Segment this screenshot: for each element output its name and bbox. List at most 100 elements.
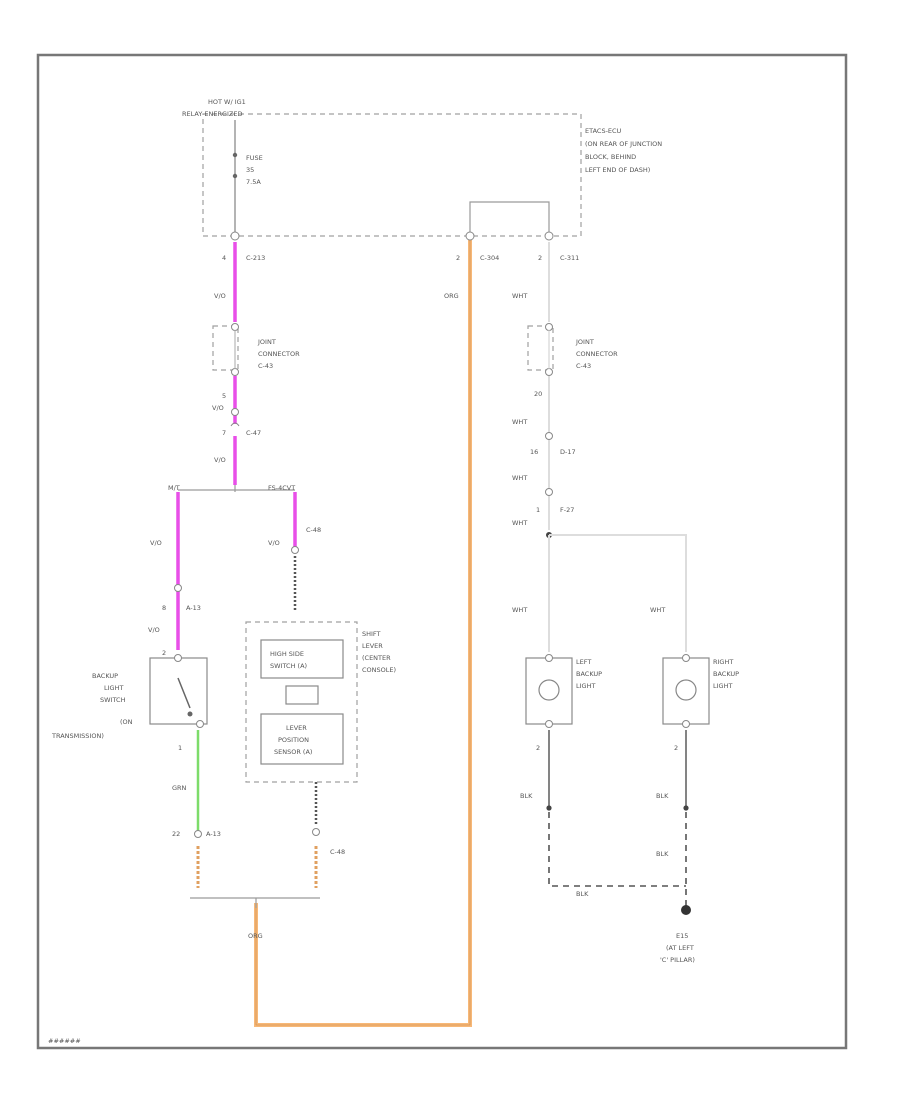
joint-connector-left bbox=[212, 325, 239, 371]
left-light-label-3: LIGHT bbox=[576, 682, 595, 690]
backup-light-switch bbox=[149, 657, 208, 725]
location-1: ETACS-ECU bbox=[585, 127, 622, 135]
joint-left-pin-bottom bbox=[231, 368, 239, 376]
relay-label-1: HOT W/ IG1 bbox=[208, 98, 246, 106]
location-2: (ON REAR OF JUNCTION bbox=[585, 140, 662, 148]
joint-left-pin-top bbox=[231, 323, 239, 331]
right-light-pin-bottom bbox=[682, 720, 690, 728]
conn-c47: C-47 bbox=[246, 429, 261, 437]
wire-label-org-bottom: ORG bbox=[248, 932, 263, 940]
wire-black-left-dashed bbox=[548, 812, 686, 887]
shift-label-4: CONSOLE) bbox=[362, 666, 396, 674]
joint-right-pin-bottom bbox=[545, 368, 553, 376]
lever-pos-2: POSITION bbox=[278, 736, 309, 744]
right-ground-splice bbox=[683, 805, 689, 811]
lever-pos-1: LEVER bbox=[286, 724, 307, 732]
ground-label-3: 'C' PILLAR) bbox=[660, 956, 695, 964]
conn-c213: C-213 bbox=[246, 254, 265, 262]
pin-1-f27: 1 bbox=[536, 506, 540, 514]
left-light-label-2: BACKUP bbox=[576, 670, 602, 678]
switch-pin-top bbox=[174, 654, 182, 662]
d17-pin bbox=[545, 432, 553, 440]
conn-c48-bottom: C-48 bbox=[330, 848, 345, 856]
fuse-label-3: 7.5A bbox=[246, 178, 261, 186]
conn-a13: A-13 bbox=[186, 604, 201, 612]
ground-label-1: E15 bbox=[676, 932, 688, 940]
wire-label-wht-right: WHT bbox=[650, 606, 665, 614]
conn-c48-top: C-48 bbox=[306, 526, 321, 534]
conn-a13b: A-13 bbox=[206, 830, 221, 838]
pin-8: 8 bbox=[162, 604, 166, 612]
wire-label-vio-3: V/O bbox=[214, 456, 226, 464]
joint-left-label-3: C-43 bbox=[258, 362, 273, 370]
pin-c311: 2 bbox=[538, 254, 542, 262]
right-light-label-3: LIGHT bbox=[713, 682, 732, 690]
left-light-label-1: LEFT bbox=[576, 658, 591, 666]
footer-code: ###### bbox=[48, 1037, 81, 1045]
c48-top-pin bbox=[291, 546, 299, 554]
wire-orange-middle-edge bbox=[255, 240, 471, 1026]
conn-d17: D-17 bbox=[560, 448, 576, 456]
conn-c311: C-311 bbox=[560, 254, 579, 262]
wire-label-vio-2: V/O bbox=[212, 404, 224, 412]
wire-label-wht-1: WHT bbox=[512, 292, 527, 300]
joint-left-label-2: CONNECTOR bbox=[258, 350, 300, 358]
pin-2-switch: 2 bbox=[162, 649, 166, 657]
joint-right-label-1: JOINT bbox=[575, 338, 594, 346]
split-mt: M/T bbox=[168, 484, 180, 492]
c304-pin bbox=[465, 231, 475, 241]
fuse-top-dot bbox=[232, 152, 238, 158]
a13-pin-top bbox=[174, 584, 182, 592]
high-side-1: HIGH SIDE bbox=[270, 650, 304, 658]
fuse-label-2: 35 bbox=[246, 166, 254, 174]
wire-label-wht-4: WHT bbox=[512, 519, 527, 527]
shift-middle-box bbox=[285, 685, 319, 705]
pin-right-2: 2 bbox=[674, 744, 678, 752]
conn-f27: F-27 bbox=[560, 506, 574, 514]
right-bulb-icon bbox=[675, 679, 697, 701]
wire-label-blk-3: BLK bbox=[656, 850, 669, 858]
fuse-bottom-dot bbox=[232, 173, 238, 179]
wire-label-vio-5: V/O bbox=[268, 539, 280, 547]
location-4: LEFT END OF DASH) bbox=[585, 166, 650, 174]
switch-pin-bottom bbox=[196, 720, 204, 728]
conn-c304: C-304 bbox=[480, 254, 499, 262]
right-light-pin-top bbox=[682, 654, 690, 662]
switch-label-1: BACKUP bbox=[92, 672, 118, 680]
left-bulb-icon bbox=[538, 679, 560, 701]
joint-connector-right bbox=[527, 325, 554, 371]
pin-5: 5 bbox=[222, 392, 226, 400]
switch-pivot bbox=[187, 711, 193, 717]
pin-c304: 2 bbox=[456, 254, 460, 262]
high-side-switch-box bbox=[260, 639, 344, 679]
f27-pin bbox=[545, 488, 553, 496]
switch-contact bbox=[177, 677, 191, 709]
pin-16: 16 bbox=[530, 448, 538, 456]
c47-connector bbox=[230, 422, 240, 427]
pin-1-switch: 1 bbox=[178, 744, 182, 752]
wire-label-vio-4: V/O bbox=[150, 539, 162, 547]
c47-pin bbox=[231, 408, 239, 416]
wire-label-grn: GRN bbox=[172, 784, 187, 792]
switch-label-2: LIGHT bbox=[104, 684, 123, 692]
wire-label-blk-4: BLK bbox=[576, 890, 589, 898]
wire-label-wht-2: WHT bbox=[512, 418, 527, 426]
shift-label-3: (CENTER bbox=[362, 654, 391, 662]
shift-label-2: LEVER bbox=[362, 642, 383, 650]
lever-pos-3: SENSOR (A) bbox=[274, 748, 312, 756]
right-light-label-2: BACKUP bbox=[713, 670, 739, 678]
pin-c213: 4 bbox=[222, 254, 226, 262]
switch-label-4: (ON bbox=[120, 718, 133, 726]
c48-bottom-pin bbox=[312, 828, 320, 836]
joint-right-label-2: CONNECTOR bbox=[576, 350, 618, 358]
junction-block-outline bbox=[202, 113, 582, 237]
wire-label-wht-left: WHT bbox=[512, 606, 527, 614]
left-light-pin-bottom bbox=[545, 720, 553, 728]
lever-position-box bbox=[260, 713, 344, 765]
pin-20: 20 bbox=[534, 390, 542, 398]
diagram-frame bbox=[36, 53, 848, 1050]
internal-loop bbox=[469, 201, 550, 232]
joint-right-label-3: C-43 bbox=[576, 362, 591, 370]
shift-lever-outline bbox=[245, 621, 358, 783]
